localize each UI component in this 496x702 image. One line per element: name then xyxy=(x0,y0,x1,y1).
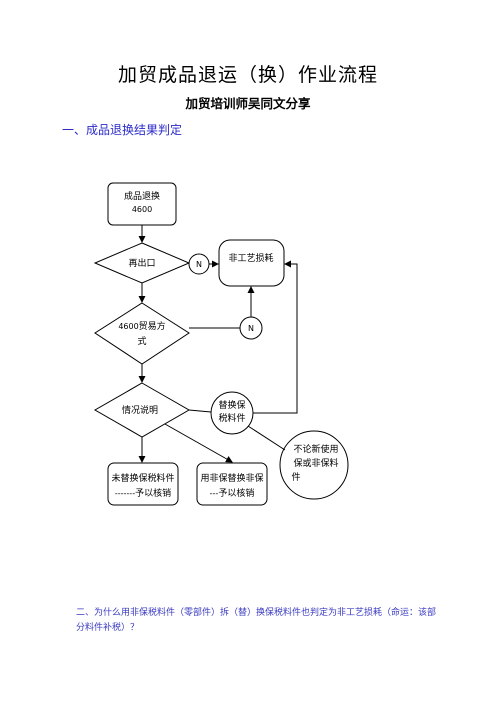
document-title: 加贸成品退运（换）作业流程 xyxy=(117,64,378,86)
result-left-label-2: -------予以核销 xyxy=(115,487,171,499)
decision-trade-diamond xyxy=(94,302,190,365)
note-label-1: 不论新使用 xyxy=(293,443,338,455)
bonded-replace-label-1: 替换保 xyxy=(218,399,245,411)
decision-trade-label-2: 式 xyxy=(137,335,146,347)
result-left-label-1: 未替换保税料件 xyxy=(111,472,174,484)
document-subtitle: 加贸培训师吴同文分享 xyxy=(185,96,311,111)
result-left-box xyxy=(107,462,179,506)
result-right-label-2: ---予以核销 xyxy=(210,487,255,499)
start-box-label-1: 成品退换 xyxy=(124,190,160,202)
start-box xyxy=(107,182,177,226)
n-circle-1-label: N xyxy=(196,260,202,269)
decision-reexport-label: 再出口 xyxy=(128,257,155,269)
bonded-replace-label-2: 税料件 xyxy=(218,412,245,424)
bonded-replace-circle xyxy=(210,391,254,435)
result-right-label-1: 用非保替换非保 xyxy=(200,472,263,484)
note-circle xyxy=(279,430,349,500)
arrow-situation-to-right xyxy=(164,423,233,463)
non-process-loss-label: 非工艺损耗 xyxy=(228,252,273,264)
note-label-2: 保或非保料 xyxy=(293,457,338,469)
line-replace-to-note xyxy=(247,425,286,451)
decision-trade-label-1: 4600贸易方 xyxy=(118,320,165,332)
line-situation-to-replace xyxy=(188,409,212,413)
arrow-replace-to-loss xyxy=(253,260,298,414)
section-heading-2: 二、为什么用非保税料件（零部件）拆（替）换保税料件也判定为非工艺损耗（命运：该部… xyxy=(76,608,437,633)
note-label-3: 件 xyxy=(291,471,300,483)
decision-situation-label: 情况说明 xyxy=(122,404,158,416)
n-circle-2-label: N xyxy=(248,324,254,333)
start-box-label-2: 4600 xyxy=(132,205,152,214)
result-right-box xyxy=(196,462,268,506)
section-heading-1: 一、成品退换结果判定 xyxy=(62,123,183,137)
